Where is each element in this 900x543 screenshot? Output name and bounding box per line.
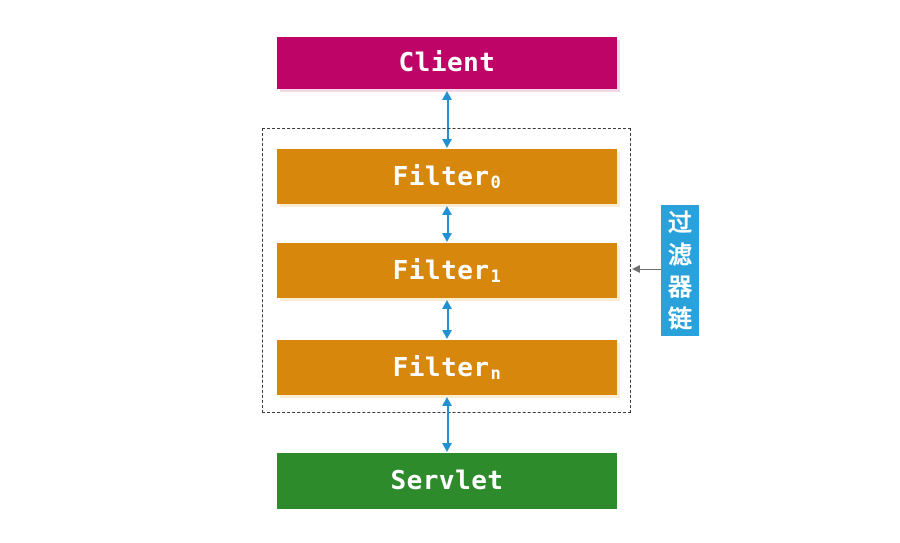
arrow-line bbox=[446, 404, 449, 445]
filter0-subscript: 0 bbox=[490, 173, 502, 194]
servlet-label: Servlet bbox=[390, 466, 504, 496]
filtern-box: Filtern bbox=[277, 340, 617, 395]
filtern-subscript: n bbox=[490, 364, 502, 385]
arrow-filtern-servlet bbox=[442, 397, 453, 452]
arrow-filter1-filtern bbox=[442, 300, 453, 339]
servlet-box: Servlet bbox=[277, 453, 617, 509]
client-box: Client bbox=[277, 37, 617, 89]
arrow-client-filter0 bbox=[442, 91, 453, 148]
filtern-label: Filtern bbox=[392, 352, 502, 385]
arrow-line bbox=[446, 98, 449, 141]
arrow-filter0-filter1 bbox=[442, 206, 453, 242]
filter0-label: Filter0 bbox=[392, 161, 502, 194]
pointer-arrow-line bbox=[639, 268, 661, 270]
filter1-subscript: 1 bbox=[490, 267, 502, 288]
chain-pointer-arrow bbox=[632, 265, 661, 274]
arrow-line bbox=[446, 213, 449, 235]
filter-chain-label: 过滤器链 bbox=[661, 205, 699, 336]
filter-chain-label-text: 过滤器链 bbox=[668, 208, 692, 333]
filter1-label: Filter1 bbox=[392, 255, 502, 288]
client-label: Client bbox=[398, 48, 496, 78]
filter0-box: Filter0 bbox=[277, 149, 617, 204]
filter1-box: Filter1 bbox=[277, 243, 617, 298]
arrow-line bbox=[446, 307, 449, 332]
